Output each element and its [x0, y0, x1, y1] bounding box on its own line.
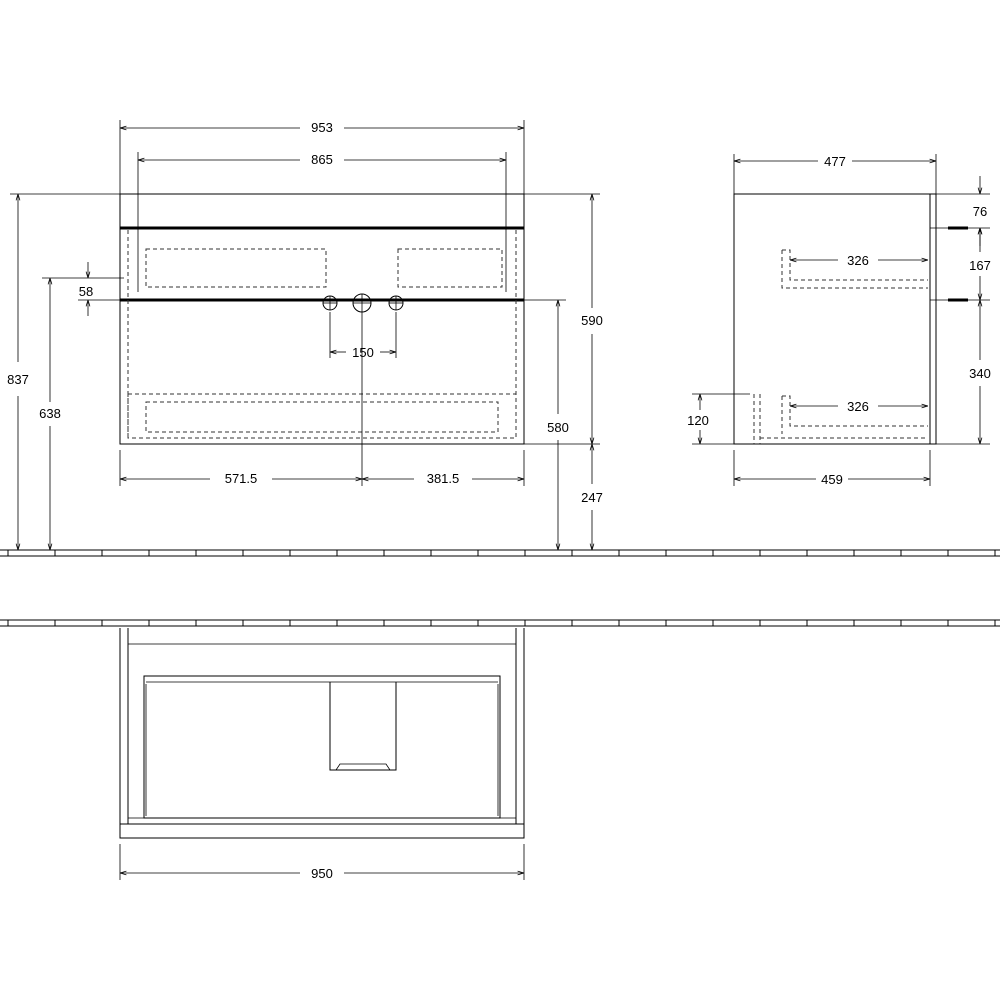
dim-left-offset: 571.5: [225, 471, 258, 486]
floor-line: [0, 549, 1000, 557]
front-view: 953 865 58 150 571.5 381.5 837: [7, 120, 603, 550]
wall-line: [0, 619, 1000, 627]
dim-total-height: 837: [7, 372, 29, 387]
side-upper-drawer: [781, 249, 928, 289]
dim-top-width: 950: [311, 866, 333, 881]
top-view: 950: [119, 628, 525, 881]
dim-mid-height: 638: [39, 406, 61, 421]
dim-body-height: 590: [581, 313, 603, 328]
dim-drawer-gap: 58: [79, 284, 93, 299]
dim-floor-clearance: 247: [581, 490, 603, 505]
dim-floor-to-drawer: 580: [547, 420, 569, 435]
top-siphon-cutout: [329, 682, 397, 771]
dim-tap-spacing: 150: [352, 345, 374, 360]
dim-lower-gap: 340: [969, 366, 991, 381]
side-lower-drawer: [760, 395, 928, 439]
side-back-panel: [929, 193, 937, 445]
dim-upper-drawer-depth: 326: [847, 253, 869, 268]
front-cabinet-outline: [119, 193, 525, 445]
dim-width-inner: 865: [311, 152, 333, 167]
dim-width-overall: 953: [311, 120, 333, 135]
tap-connections: [322, 293, 404, 313]
dim-plinth-height: 120: [687, 413, 709, 428]
dim-depth-overall: 477: [824, 154, 846, 169]
dim-top-offset: 76: [973, 204, 987, 219]
upper-drawer-recess-right: [397, 248, 503, 288]
side-cabinet-outline: [733, 193, 931, 445]
side-view: 477 459 326 326 76 167 340 120: [687, 154, 991, 487]
dim-lower-drawer-depth: 326: [847, 399, 869, 414]
dim-right-offset: 381.5: [427, 471, 460, 486]
dim-upper-gap: 167: [969, 258, 991, 273]
lower-drawer-recess: [145, 401, 499, 433]
top-basin-outline: [143, 675, 501, 819]
upper-drawer-recess-left: [145, 248, 327, 288]
dim-depth-base: 459: [821, 472, 843, 487]
lower-drawer-outline: [127, 393, 517, 439]
top-front-edge: [119, 823, 525, 839]
